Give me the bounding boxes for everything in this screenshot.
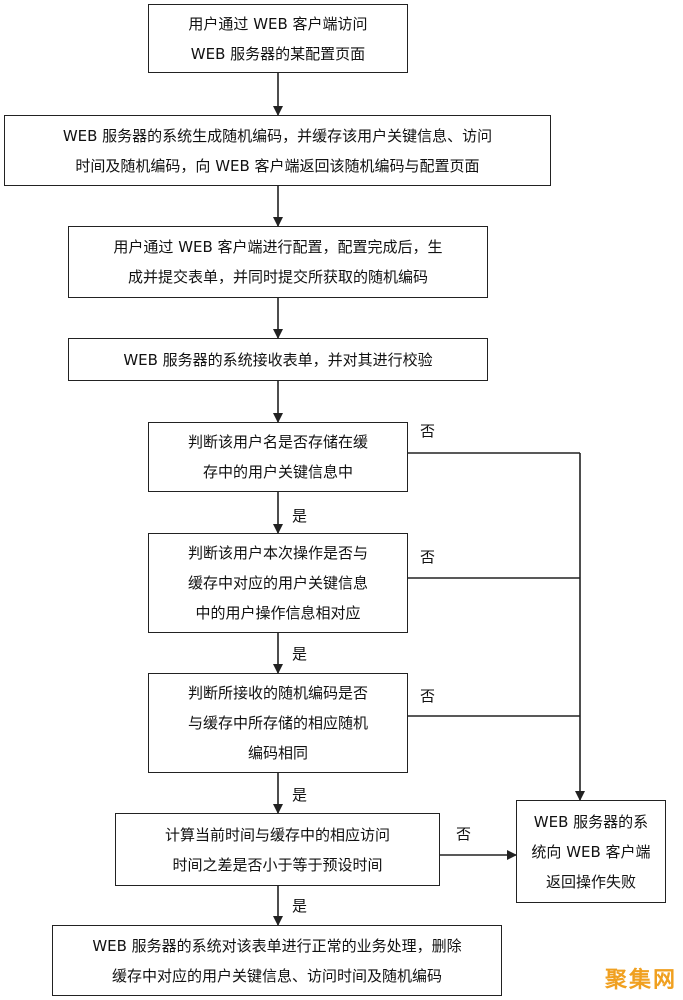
- step-5-text: 判断该用户名是否存储在缓存中的用户关键信息中: [187, 433, 368, 481]
- decision-username-cached: 判断该用户名是否存储在缓存中的用户关键信息中: [148, 422, 408, 492]
- step-normal-processing: WEB 服务器的系统对该表单进行正常的业务处理，删除缓存中对应的用户关键信息、访…: [52, 925, 502, 996]
- step-submit-form: 用户通过 WEB 客户端进行配置，配置完成后，生成并提交表单，并同时提交所获取的…: [68, 226, 488, 298]
- watermark-logo: 聚集网: [604, 968, 677, 993]
- fail-result-box: WEB 服务器的系统向 WEB 客户端返回操作失败: [516, 800, 666, 903]
- decision-operation-matches: 判断该用户本次操作是否与缓存中对应的用户关键信息中的用户操作信息相对应: [148, 533, 408, 633]
- decision-time-within-limit: 计算当前时间与缓存中的相应访问时间之差是否小于等于预设时间: [115, 813, 440, 886]
- yes-label-5: 是: [292, 507, 308, 525]
- step-generate-random-code: WEB 服务器的系统生成随机编码，并缓存该用户关键信息、访问时间及随机编码，向 …: [4, 115, 551, 186]
- step-7-text: 判断所接收的随机编码是否与缓存中所存储的相应随机编码相同: [187, 684, 368, 762]
- step-receive-validate: WEB 服务器的系统接收表单，并对其进行校验: [68, 338, 488, 381]
- step-8-text: 计算当前时间与缓存中的相应访问时间之差是否小于等于预设时间: [164, 825, 390, 874]
- step-3-text: 用户通过 WEB 客户端进行配置，配置完成后，生成并提交表单，并同时提交所获取的…: [113, 238, 443, 286]
- fail-box-text: WEB 服务器的系统向 WEB 客户端返回操作失败: [531, 812, 651, 891]
- step-6-text: 判断该用户本次操作是否与缓存中对应的用户关键信息中的用户操作信息相对应: [187, 544, 368, 622]
- no-label-5: 否: [420, 422, 436, 440]
- yes-label-6: 是: [292, 645, 308, 663]
- yes-label-7: 是: [292, 786, 308, 804]
- step-9-text: WEB 服务器的系统对该表单进行正常的业务处理，删除缓存中对应的用户关键信息、访…: [92, 936, 462, 985]
- yes-label-8: 是: [292, 897, 308, 915]
- step-4-text: WEB 服务器的系统接收表单，并对其进行校验: [123, 350, 433, 369]
- no-label-8: 否: [456, 825, 472, 843]
- no-label-7: 否: [420, 687, 436, 705]
- decision-random-code-matches: 判断所接收的随机编码是否与缓存中所存储的相应随机编码相同: [148, 673, 408, 773]
- step-2-text: WEB 服务器的系统生成随机编码，并缓存该用户关键信息、访问时间及随机编码，向 …: [62, 126, 493, 175]
- no-label-6: 否: [420, 548, 436, 566]
